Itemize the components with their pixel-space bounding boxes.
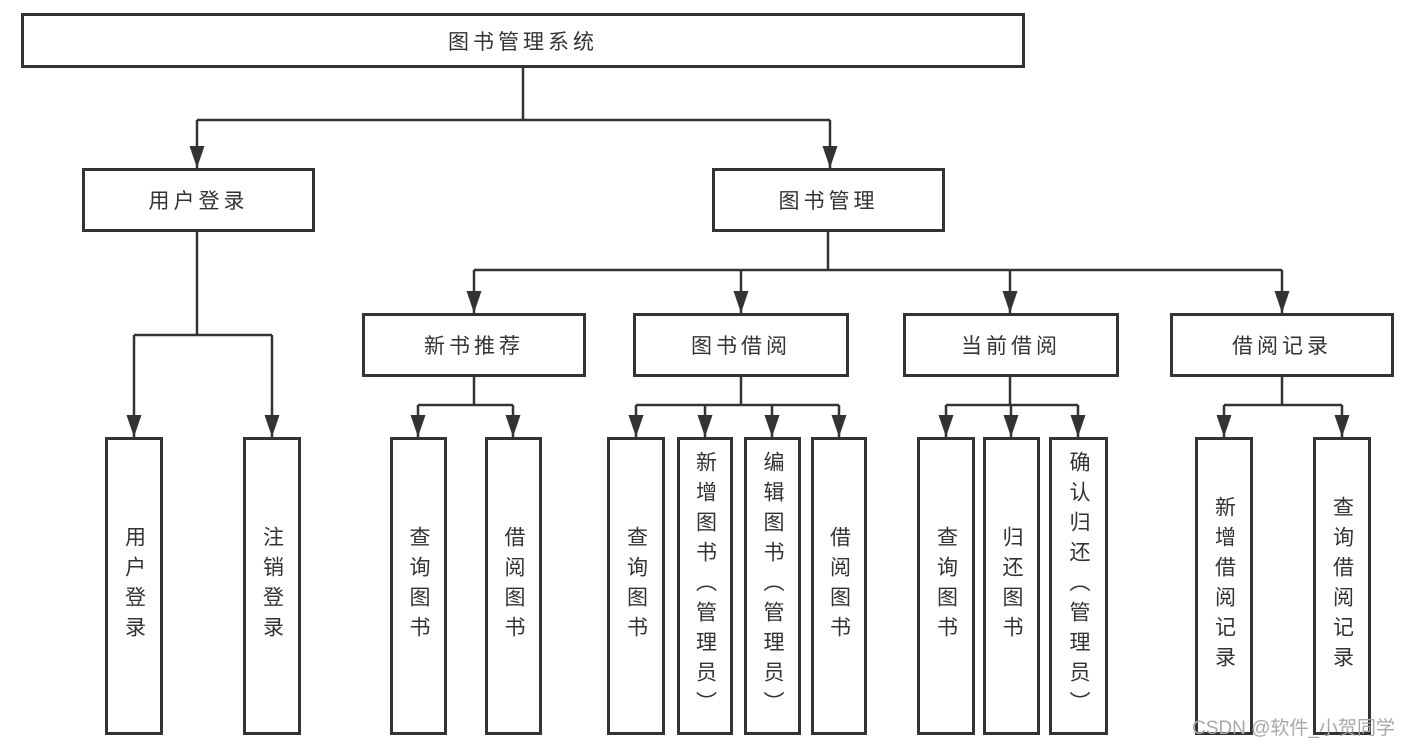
node-new-book-recommend-label: 新书推荐 <box>424 335 524 358</box>
leaf-borrow-book-label: 借阅图书 <box>827 526 851 646</box>
leaf-recommend-borrow-books-label: 借阅图书 <box>502 526 525 646</box>
leaf-user-login: 用户登录 <box>105 437 163 735</box>
leaf-current-query-books: 查询图书 <box>917 437 975 735</box>
node-book-management: 图书管理 <box>712 168 945 232</box>
node-book-borrow-label: 图书借阅 <box>691 335 791 358</box>
leaf-logout-label: 注销登录 <box>260 526 284 646</box>
node-new-book-recommend: 新书推荐 <box>362 313 586 377</box>
node-user-login: 用户登录 <box>82 168 315 232</box>
node-book-management-label: 图书管理 <box>778 190 879 213</box>
leaf-add-borrow-record-label: 新增借阅记录 <box>1212 496 1236 676</box>
leaf-current-query-books-label: 查询图书 <box>934 526 958 646</box>
leaf-recommend-query-books-label: 查询图书 <box>407 526 430 646</box>
leaf-query-borrow-record: 查询借阅记录 <box>1313 437 1371 735</box>
leaf-return-book-label: 归还图书 <box>1000 526 1023 646</box>
leaf-return-book: 归还图书 <box>983 437 1040 735</box>
leaf-borrow-query-books-label: 查询图书 <box>624 526 648 646</box>
leaf-edit-book-admin: 编辑图书（管理员） <box>744 437 801 735</box>
csdn-watermark: CSDN @软件_小贺同学 <box>1192 718 1395 739</box>
node-borrow-records: 借阅记录 <box>1170 313 1394 377</box>
leaf-edit-book-admin-label: 编辑图书（管理员） <box>761 451 784 721</box>
node-borrow-records-label: 借阅记录 <box>1232 335 1332 358</box>
leaf-recommend-query-books: 查询图书 <box>390 437 447 735</box>
node-user-login-label: 用户登录 <box>148 190 249 213</box>
leaf-user-login-label: 用户登录 <box>122 526 146 646</box>
leaf-borrow-query-books: 查询图书 <box>607 437 665 735</box>
node-book-borrow: 图书借阅 <box>633 313 849 377</box>
leaf-query-borrow-record-label: 查询借阅记录 <box>1330 496 1354 676</box>
leaf-logout: 注销登录 <box>243 437 301 735</box>
node-root-label: 图书管理系统 <box>448 30 598 54</box>
leaf-confirm-return-admin-label: 确认归还（管理员） <box>1067 451 1090 721</box>
node-current-borrow: 当前借阅 <box>903 313 1119 377</box>
node-current-borrow-label: 当前借阅 <box>961 335 1061 358</box>
leaf-confirm-return-admin: 确认归还（管理员） <box>1049 437 1108 735</box>
leaf-add-book-admin: 新增图书（管理员） <box>677 437 733 735</box>
leaf-add-book-admin-label: 新增图书（管理员） <box>693 451 717 721</box>
leaf-add-borrow-record: 新增借阅记录 <box>1195 437 1253 735</box>
leaf-recommend-borrow-books: 借阅图书 <box>485 437 542 735</box>
node-root-system: 图书管理系统 <box>21 13 1025 68</box>
leaf-borrow-book: 借阅图书 <box>811 437 867 735</box>
